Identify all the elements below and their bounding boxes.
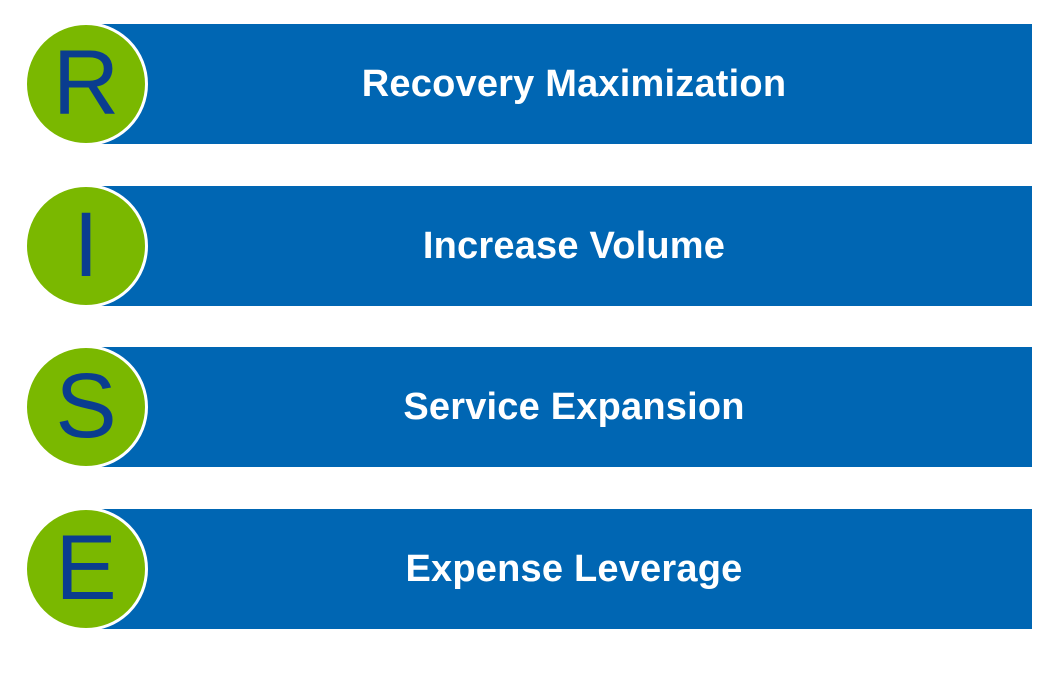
acronym-bar: Expense Leverage bbox=[86, 509, 1032, 629]
acronym-letter: I bbox=[73, 194, 99, 296]
acronym-bar-label: Recovery Maximization bbox=[361, 62, 787, 105]
acronym-row-e: Expense Leverage E bbox=[0, 507, 1058, 631]
acronym-bar: Recovery Maximization bbox=[86, 24, 1032, 144]
acronym-bar-label: Expense Leverage bbox=[405, 547, 743, 590]
acronym-row-r: Recovery Maximization R bbox=[0, 22, 1058, 146]
acronym-letter: R bbox=[52, 32, 120, 134]
acronym-letter: S bbox=[55, 355, 117, 457]
acronym-letter: E bbox=[55, 517, 117, 619]
acronym-row-i: Increase Volume I bbox=[0, 184, 1058, 308]
acronym-letter-badge: E bbox=[24, 507, 148, 631]
acronym-bar: Service Expansion bbox=[86, 347, 1032, 467]
acronym-row-s: Service Expansion S bbox=[0, 345, 1058, 469]
acronym-bar-label: Service Expansion bbox=[403, 385, 745, 428]
acronym-letter-badge: I bbox=[24, 184, 148, 308]
acronym-bar-label: Increase Volume bbox=[422, 224, 726, 267]
acronym-bar: Increase Volume bbox=[86, 186, 1032, 306]
acronym-letter-badge: S bbox=[24, 345, 148, 469]
acronym-letter-badge: R bbox=[24, 22, 148, 146]
